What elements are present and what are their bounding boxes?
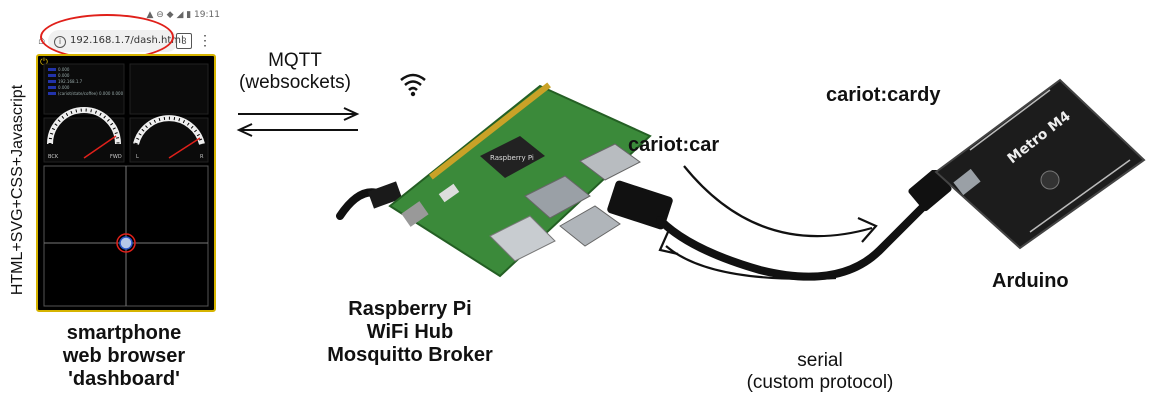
empty-panel — [129, 63, 209, 115]
usb-cable — [607, 170, 952, 281]
arduino-label: Arduino — [992, 270, 1069, 292]
wifi-icon — [400, 73, 426, 97]
phone-caption: smartphone web browser 'dashboard' — [20, 322, 228, 391]
tabs-icon[interactable]: 3 — [176, 33, 192, 49]
joystick-knob — [119, 236, 133, 250]
mqtt-label: MQTT (websockets) — [239, 50, 351, 93]
menu-icon[interactable]: ⋮ — [198, 32, 212, 48]
serial-label: serial (custom protocol) — [746, 350, 894, 393]
stats-panel — [43, 63, 125, 115]
caption-line: smartphone — [66, 322, 182, 344]
pi-caption: Raspberry Pi WiFi Hub Mosquitto Broker — [327, 298, 493, 366]
car-label: cariot:car — [628, 134, 720, 156]
svg-text:BCK: BCK — [48, 154, 59, 160]
curved-arrow-icon — [658, 165, 878, 280]
stats-line: 0.000 — [58, 85, 70, 90]
steering-gauge: L R — [133, 115, 205, 160]
status-bar: ▲ ⊖ ◆ ◢ ▮ 19:11 — [146, 10, 221, 20]
power-icon[interactable]: ⏻ — [40, 57, 48, 68]
tech-stack-label: HTML+SVG+CSS+Javascript — [9, 84, 26, 296]
stats-line: (cariot/state/coffee) 0.000 0.000 — [58, 91, 124, 96]
cardy-label: cariot:cardy — [826, 84, 941, 106]
svg-text:FWD: FWD — [110, 154, 122, 160]
dashboard-panels: 0.000 0.000 192.168.1.7 0.000 (cariot/st… — [43, 63, 209, 307]
svg-text:L: L — [136, 154, 139, 160]
caption-line: 'dashboard' — [68, 368, 180, 390]
speed-gauge: BCK FWD — [47, 107, 122, 160]
raspberry-pi-image: Raspberry Pi — [336, 82, 652, 278]
stats-line: 192.168.1.7 — [58, 79, 83, 84]
svg-text:Raspberry Pi: Raspberry Pi — [490, 154, 534, 162]
stats-line: 0.000 — [58, 73, 70, 78]
double-arrow-icon — [236, 107, 360, 137]
svg-text:R: R — [200, 154, 204, 160]
stats-line: 0.000 — [58, 67, 70, 72]
arduino-image: Metro M4 — [934, 78, 1146, 250]
caption-line: web browser — [62, 345, 186, 367]
